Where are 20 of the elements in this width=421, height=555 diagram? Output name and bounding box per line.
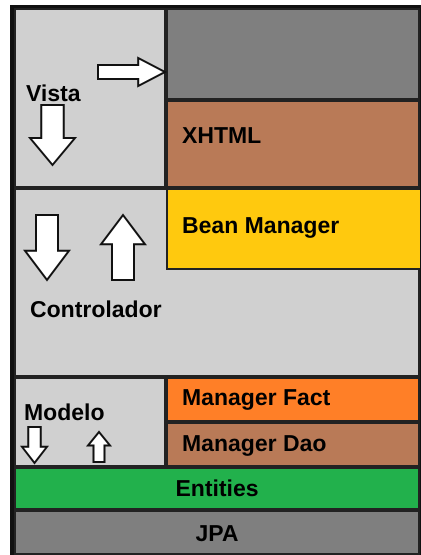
layer-band	[14, 510, 420, 555]
layer-box	[166, 377, 420, 422]
layer-box	[166, 422, 420, 467]
layer-band	[14, 467, 420, 510]
layer-box	[166, 188, 420, 270]
layer-label: Bean Manager	[182, 212, 340, 239]
layer-label: Controlador	[30, 296, 162, 323]
layer-label: Manager Fact	[182, 384, 330, 411]
framework-box	[166, 8, 420, 100]
layer-label: Entities	[175, 475, 259, 502]
layer-label: XHTML	[182, 122, 262, 149]
layer-label: Vista	[26, 80, 81, 107]
view-panel	[14, 8, 166, 188]
layer-label: Modelo	[24, 399, 104, 426]
model-panel	[14, 377, 166, 467]
layer-label: JPA	[195, 520, 239, 547]
arrow	[97, 56, 168, 88]
layer-label: Manager Dao	[182, 430, 326, 457]
controller-panel	[14, 188, 420, 377]
layer-box	[166, 100, 420, 188]
